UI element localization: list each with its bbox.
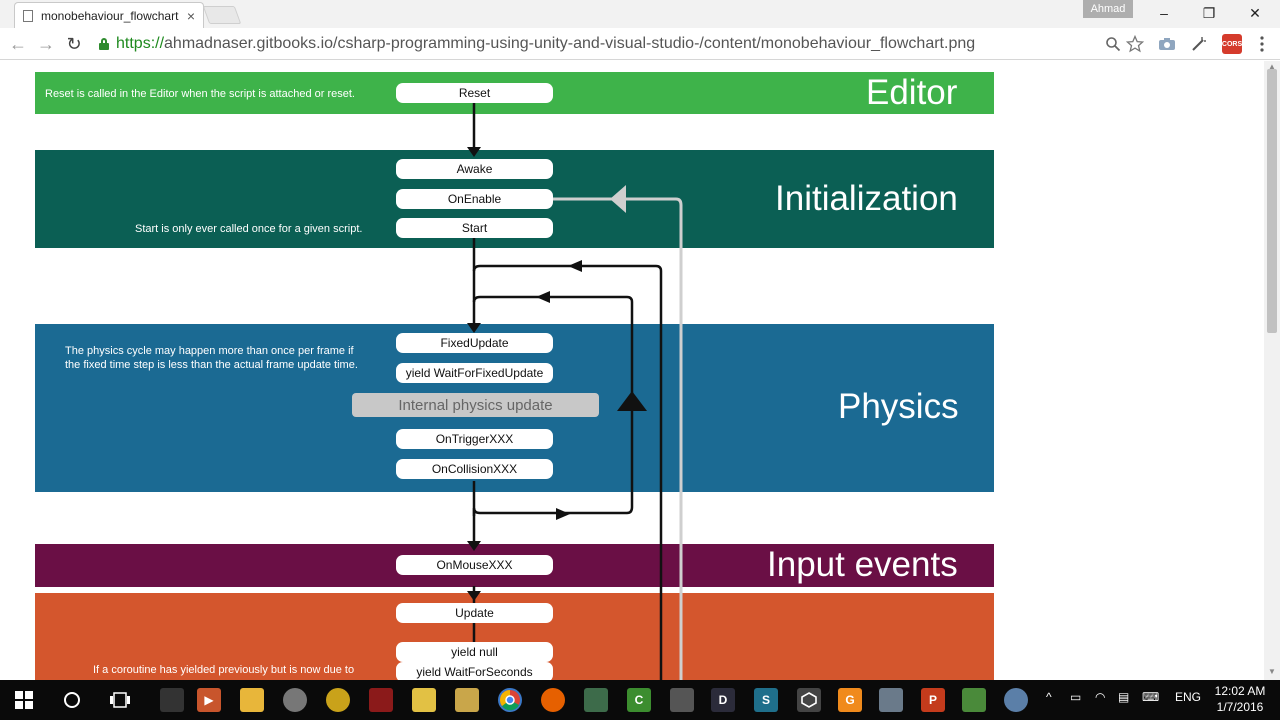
pencil-app-icon[interactable] xyxy=(455,688,479,712)
clock-date: 1/7/2016 xyxy=(1216,700,1264,714)
brush-app-icon[interactable] xyxy=(879,688,903,712)
node-start: Start xyxy=(396,218,553,238)
initialization-note: Start is only ever called once for a giv… xyxy=(135,223,363,235)
input-events-title: Input events xyxy=(767,545,958,584)
url-text: ahmadnaser.gitbooks.io/csharp-programmin… xyxy=(164,35,976,52)
initialization-title: Initialization xyxy=(775,179,958,218)
node-update: Update xyxy=(396,603,553,623)
reload-button[interactable]: ↻ xyxy=(66,33,82,54)
lock-icon xyxy=(98,38,110,50)
windows-taskbar: ▶ C D S G P ^ ▭ ◠ ▤ ⌨ ENG 12:02 AM 1/7/2… xyxy=(0,680,1280,720)
editor-note: Reset is called in the Editor when the s… xyxy=(45,88,355,100)
norton-icon[interactable] xyxy=(326,688,350,712)
url-scheme: https:// xyxy=(116,35,165,52)
keyboard-icon[interactable]: ⌨ xyxy=(1142,690,1160,704)
tab-close-icon[interactable]: × xyxy=(186,7,195,24)
start-windows-icon[interactable] xyxy=(12,688,36,712)
camtasia-icon[interactable]: C xyxy=(627,688,651,712)
firefox-icon[interactable] xyxy=(541,688,565,712)
unity-icon[interactable] xyxy=(797,688,821,712)
restore-button[interactable]: ❐ xyxy=(1202,4,1216,21)
wand-tool-icon[interactable] xyxy=(1189,34,1209,54)
node-oncollisionxxx: OnCollisionXXX xyxy=(396,459,553,479)
page-icon xyxy=(23,9,33,22)
minimize-button[interactable]: – xyxy=(1160,5,1168,21)
file-explorer-icon[interactable] xyxy=(240,688,264,712)
media-player-icon[interactable]: ▶ xyxy=(197,688,221,712)
wifi-icon[interactable]: ◠ xyxy=(1095,690,1106,704)
physics-note: The physics cycle may happen more than o… xyxy=(65,345,358,371)
vertical-scrollbar[interactable]: ▲ ▼ xyxy=(1264,61,1280,680)
editor-title: Editor xyxy=(866,73,958,112)
node-ontriggerxxx: OnTriggerXXX xyxy=(396,429,553,449)
cortana-search-icon[interactable] xyxy=(60,688,84,712)
node-yield-waitforseconds: yield WaitForSeconds xyxy=(396,662,553,680)
tab-strip: monobehaviour_flowchart × Ahmad – ❐ ✕ xyxy=(0,0,1280,28)
node-onenable: OnEnable xyxy=(396,189,553,209)
new-tab-button[interactable] xyxy=(202,6,242,24)
browser-toolbar: ← → ↻ https:// ahmadnaser.gitbooks.io/cs… xyxy=(0,28,1280,60)
node-reset: Reset xyxy=(396,83,553,103)
profile-button[interactable]: Ahmad xyxy=(1083,0,1133,18)
scroll-up-arrow-icon[interactable]: ▲ xyxy=(1268,62,1276,71)
pen-app-icon[interactable] xyxy=(160,688,184,712)
browser-tab[interactable]: monobehaviour_flowchart × xyxy=(14,2,204,28)
notification-icon[interactable]: ▤ xyxy=(1118,690,1130,704)
scroll-down-arrow-icon[interactable]: ▼ xyxy=(1268,667,1276,676)
pen-tool-icon[interactable] xyxy=(670,688,694,712)
tray-expand-icon[interactable]: ^ xyxy=(1046,690,1052,704)
close-window-button[interactable]: ✕ xyxy=(1249,4,1261,21)
node-fixedupdate: FixedUpdate xyxy=(396,333,553,353)
tab-title: monobehaviour_flowchart xyxy=(41,8,179,23)
cors-extension-icon[interactable]: CORS xyxy=(1222,34,1242,54)
s-app-icon[interactable]: S xyxy=(754,688,778,712)
camera-icon[interactable] xyxy=(1157,34,1177,54)
books-app-icon[interactable] xyxy=(584,688,608,712)
chart-app-icon[interactable] xyxy=(962,688,986,712)
node-onmousexxx: OnMouseXXX xyxy=(396,555,553,575)
shield-app-icon[interactable] xyxy=(369,688,393,712)
chrome-icon[interactable] xyxy=(498,688,522,712)
network-app-icon[interactable] xyxy=(1004,688,1028,712)
powerpoint-icon[interactable]: P xyxy=(921,688,945,712)
zoom-search-icon[interactable] xyxy=(1103,34,1123,54)
language-indicator[interactable]: ENG xyxy=(1175,690,1202,704)
globe-app-icon[interactable] xyxy=(283,688,307,712)
bookmark-star-icon[interactable] xyxy=(1125,34,1145,54)
node-awake: Awake xyxy=(396,159,553,179)
physics-title: Physics xyxy=(838,387,959,426)
page-viewport: Editor Reset is called in the Editor whe… xyxy=(0,61,1280,680)
scroll-thumb[interactable] xyxy=(1267,69,1277,333)
battery-icon[interactable]: ▭ xyxy=(1070,690,1082,704)
forward-button[interactable]: → xyxy=(37,33,55,54)
task-view-icon[interactable] xyxy=(108,688,132,712)
address-bar[interactable]: https:// ahmadnaser.gitbooks.io/csharp-p… xyxy=(96,31,1150,57)
clock-time: 12:02 AM xyxy=(1214,684,1266,698)
back-button[interactable]: ← xyxy=(9,33,27,54)
d-app-icon[interactable]: D xyxy=(711,688,735,712)
taskbar-clock[interactable]: 12:02 AM 1/7/2016 xyxy=(1212,683,1268,715)
g-app-icon[interactable]: G xyxy=(838,688,862,712)
game-logic-note: If a coroutine has yielded previously bu… xyxy=(93,664,355,676)
folder-icon[interactable] xyxy=(412,688,436,712)
node-internal-physics-update: Internal physics update xyxy=(352,393,599,417)
node-yield-null: yield null xyxy=(396,642,553,662)
chrome-menu-icon[interactable] xyxy=(1252,34,1272,54)
node-yield-waitforfixedupdate: yield WaitForFixedUpdate xyxy=(396,363,553,383)
